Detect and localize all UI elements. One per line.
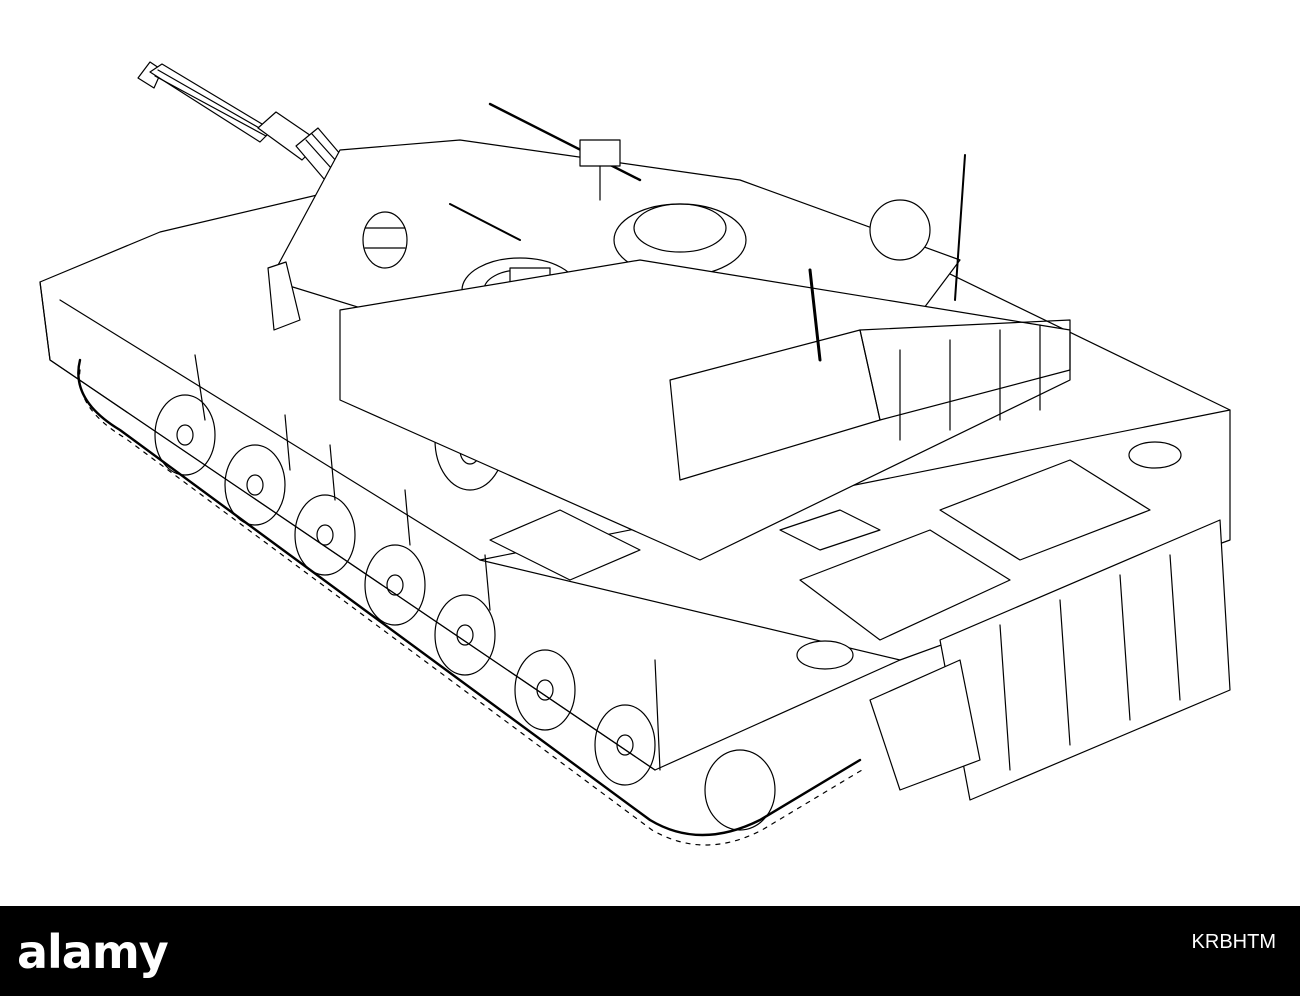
bustle-rack xyxy=(339,154,1071,561)
gun-barrel xyxy=(137,61,353,187)
brand-logo[interactable]: alamy xyxy=(17,924,169,980)
tank-illustration xyxy=(39,61,1231,846)
tank-line-art xyxy=(39,61,1231,846)
watermark-footer: alamy KRBHTM xyxy=(0,906,1300,996)
machine-gun xyxy=(449,102,642,241)
rear-exhaust xyxy=(869,519,1231,801)
brand-name: alamy xyxy=(17,925,169,979)
engine-grilles xyxy=(489,441,1182,670)
asset-id: KRBHTM xyxy=(1191,931,1276,953)
